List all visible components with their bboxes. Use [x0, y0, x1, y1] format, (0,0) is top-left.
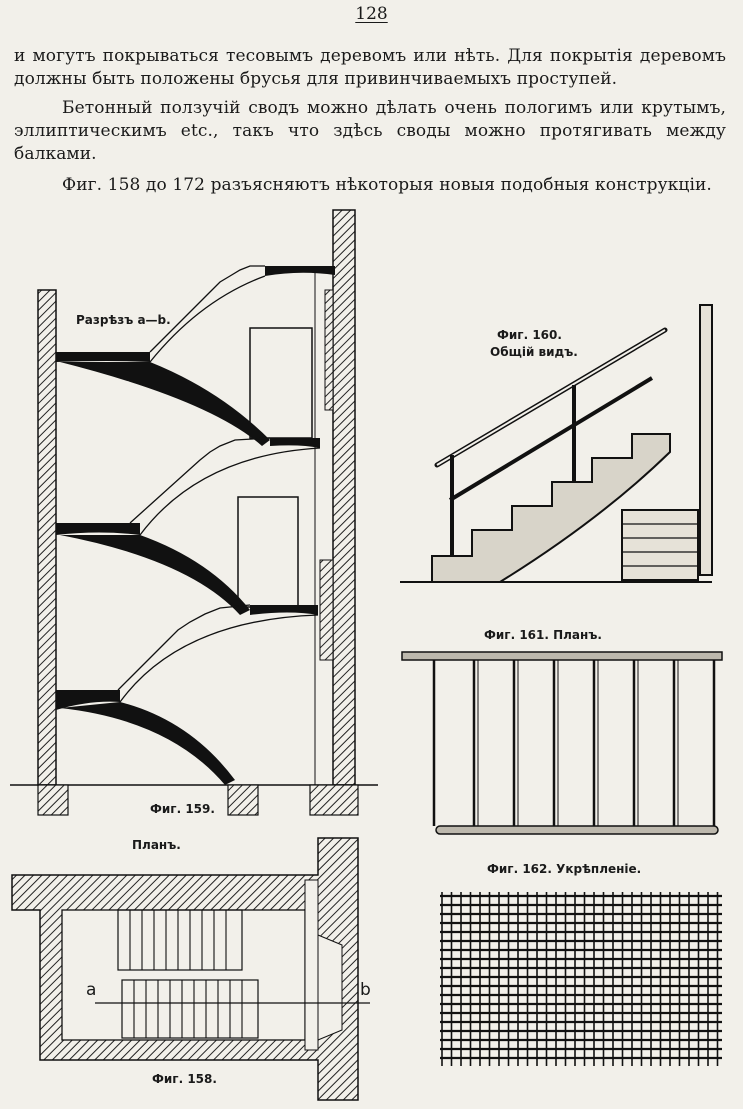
fig162-mesh-drawing [440, 892, 722, 1066]
fig161-caption: Фиг. 161. Планъ. [484, 628, 602, 642]
fig160-caption: Фиг. 160. [497, 328, 562, 342]
paragraph-2: Бетонный ползучій сводъ можно дѣлать оче… [14, 98, 726, 164]
page-number: 128 [355, 4, 388, 24]
fig161-plan-drawing [401, 651, 723, 835]
fig158-plan-drawing [11, 837, 370, 1101]
paragraph-3: Фиг. 158 до 172 разъясняютъ нѣкоторыя но… [62, 175, 712, 195]
fig158-caption: Фиг. 158. [152, 1072, 217, 1086]
fig158-heading: Планъ. [132, 838, 181, 852]
paragraph-1: и могутъ покрываться тесовымъ деревомъ и… [14, 46, 726, 89]
fig159-section-label: Разрѣзъ a—b. [76, 313, 171, 327]
fig160-subtitle: Общій видъ. [490, 345, 578, 359]
fig158-label-b: b [360, 980, 371, 1000]
fig160-view-drawing [400, 304, 713, 583]
fig159-caption: Фиг. 159. [150, 802, 215, 816]
fig158-label-a: a [86, 980, 97, 1000]
fig159-section-drawing [10, 209, 378, 816]
fig162-caption: Фиг. 162. Укрѣпленіе. [487, 862, 642, 876]
